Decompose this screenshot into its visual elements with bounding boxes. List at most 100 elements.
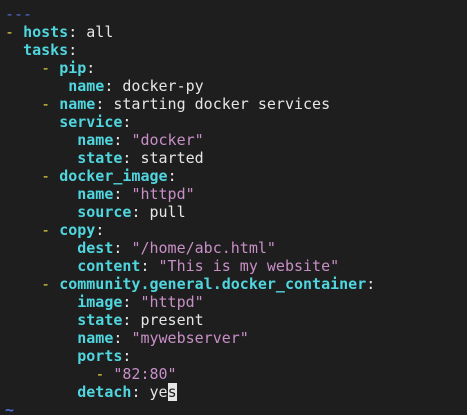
editor-line[interactable]: service: bbox=[0, 113, 467, 131]
string-value: "This is my website" bbox=[158, 257, 340, 275]
line-indent bbox=[5, 113, 59, 131]
string-value: "httpd" bbox=[140, 293, 204, 311]
list-dash: - bbox=[41, 275, 60, 293]
yaml-key: name bbox=[77, 329, 114, 347]
code-token: : bbox=[122, 347, 132, 365]
line-indent bbox=[5, 311, 77, 329]
code-token: : started bbox=[122, 149, 204, 167]
editor-line[interactable]: state: present bbox=[0, 311, 467, 329]
editor-line[interactable]: name: "httpd" bbox=[0, 185, 467, 203]
yaml-key: detach bbox=[77, 383, 132, 401]
yaml-key: service bbox=[59, 113, 123, 131]
editor-line[interactable]: content: "This is my website" bbox=[0, 257, 467, 275]
editor-line[interactable]: name: "docker" bbox=[0, 131, 467, 149]
list-dash: - bbox=[41, 59, 60, 77]
yaml-key: state bbox=[77, 311, 123, 329]
line-indent bbox=[5, 131, 77, 149]
line-indent bbox=[5, 329, 77, 347]
editor-line[interactable]: - community.general.docker_container: bbox=[0, 275, 467, 293]
line-indent bbox=[5, 221, 41, 239]
editor-line[interactable]: name: "mywebserver" bbox=[0, 329, 467, 347]
line-indent bbox=[5, 383, 77, 401]
yaml-key: image bbox=[77, 293, 123, 311]
code-token: : docker-py bbox=[104, 77, 204, 95]
line-indent bbox=[5, 77, 68, 95]
yaml-key: state bbox=[77, 149, 123, 167]
empty-line-tilde: ~ bbox=[5, 401, 15, 415]
list-dash: - bbox=[41, 221, 60, 239]
yaml-key: pip bbox=[59, 59, 87, 77]
yaml-key: hosts bbox=[23, 23, 69, 41]
code-token: : all bbox=[68, 23, 114, 41]
code-token: : bbox=[122, 293, 141, 311]
code-token: : bbox=[140, 257, 159, 275]
list-dash: - bbox=[5, 23, 24, 41]
editor-line[interactable]: ~ bbox=[0, 401, 467, 415]
yaml-key: name bbox=[59, 95, 96, 113]
yaml-key: community.general.docker_container bbox=[59, 275, 367, 293]
editor-line[interactable]: ports: bbox=[0, 347, 467, 365]
code-token: : bbox=[68, 41, 78, 59]
code-token: : bbox=[122, 113, 132, 131]
line-indent bbox=[5, 41, 23, 59]
editor-line[interactable]: - copy: bbox=[0, 221, 467, 239]
editor-line[interactable]: name: docker-py bbox=[0, 77, 467, 95]
yaml-key: source bbox=[77, 203, 132, 221]
editor-line[interactable]: - pip: bbox=[0, 59, 467, 77]
editor-line[interactable]: - name: starting docker services bbox=[0, 95, 467, 113]
string-value: "82:80" bbox=[113, 365, 177, 383]
line-indent bbox=[5, 257, 77, 275]
editor-line[interactable]: - hosts: all bbox=[0, 23, 467, 41]
code-token: : bbox=[113, 329, 132, 347]
line-indent bbox=[5, 59, 41, 77]
code-token: : bbox=[95, 221, 105, 239]
line-indent bbox=[5, 275, 41, 293]
line-indent bbox=[5, 149, 77, 167]
document-start-marker: --- bbox=[5, 5, 33, 23]
yaml-key: content bbox=[77, 257, 141, 275]
code-token: : present bbox=[122, 311, 204, 329]
line-indent bbox=[5, 365, 95, 383]
editor-line[interactable]: detach: yes bbox=[0, 383, 467, 401]
yaml-key: name bbox=[77, 185, 114, 203]
editor-line[interactable]: - docker_image: bbox=[0, 167, 467, 185]
string-value: "/home/abc.html" bbox=[131, 239, 276, 257]
code-token: : ye bbox=[131, 383, 168, 401]
code-token: : bbox=[113, 131, 132, 149]
list-dash: - bbox=[95, 365, 114, 383]
editor-line[interactable]: --- bbox=[0, 5, 467, 23]
line-indent bbox=[5, 167, 41, 185]
line-indent bbox=[5, 347, 77, 365]
yaml-key: name bbox=[77, 131, 114, 149]
editor-line[interactable]: dest: "/home/abc.html" bbox=[0, 239, 467, 257]
line-indent bbox=[5, 203, 77, 221]
code-token: : bbox=[167, 167, 177, 185]
yaml-key: ports bbox=[77, 347, 123, 365]
yaml-key: docker_image bbox=[59, 167, 168, 185]
code-token: : pull bbox=[131, 203, 186, 221]
line-indent bbox=[5, 185, 77, 203]
editor-line[interactable]: - "82:80" bbox=[0, 365, 467, 383]
text-cursor: s bbox=[167, 383, 177, 401]
code-token: : bbox=[366, 275, 376, 293]
string-value: "httpd" bbox=[131, 185, 195, 203]
line-indent bbox=[5, 95, 41, 113]
code-token: : bbox=[86, 59, 96, 77]
line-indent bbox=[5, 239, 77, 257]
code-token: : bbox=[113, 185, 132, 203]
code-token: : starting docker services bbox=[95, 95, 331, 113]
yaml-key: dest bbox=[77, 239, 114, 257]
yaml-key: tasks bbox=[23, 41, 69, 59]
list-dash: - bbox=[41, 167, 60, 185]
string-value: "docker" bbox=[131, 131, 204, 149]
editor-line[interactable]: image: "httpd" bbox=[0, 293, 467, 311]
line-indent bbox=[5, 293, 77, 311]
yaml-key: name bbox=[68, 77, 105, 95]
string-value: "mywebserver" bbox=[131, 329, 249, 347]
editor-line[interactable]: state: started bbox=[0, 149, 467, 167]
code-token: : bbox=[113, 239, 132, 257]
list-dash: - bbox=[41, 95, 60, 113]
editor-line[interactable]: source: pull bbox=[0, 203, 467, 221]
editor-line[interactable]: tasks: bbox=[0, 41, 467, 59]
